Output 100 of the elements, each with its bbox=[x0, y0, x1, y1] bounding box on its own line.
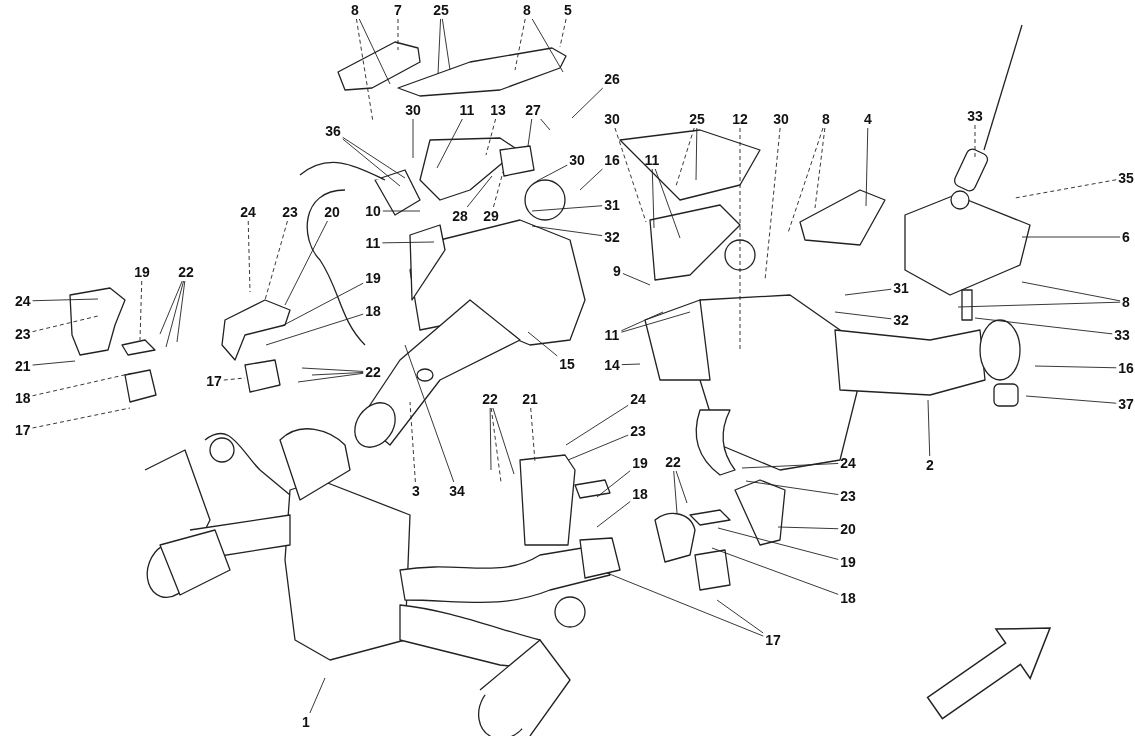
leader-line bbox=[265, 313, 364, 346]
callout-number: 20 bbox=[323, 204, 341, 220]
leader-line bbox=[342, 136, 406, 179]
leader-line bbox=[567, 434, 629, 461]
callout-number: 33 bbox=[966, 108, 984, 124]
leader-line bbox=[527, 331, 558, 357]
leader-line bbox=[764, 127, 781, 281]
leader-line bbox=[622, 273, 651, 286]
leader-line bbox=[974, 317, 1113, 335]
leader-line bbox=[159, 280, 183, 335]
leader-line bbox=[342, 138, 401, 187]
callout-number: 34 bbox=[448, 483, 466, 499]
leader-line bbox=[711, 547, 839, 595]
callout-number: 11 bbox=[364, 235, 382, 251]
leader-line bbox=[531, 18, 564, 73]
leader-line bbox=[493, 171, 504, 208]
leader-line bbox=[441, 18, 451, 71]
leader-line bbox=[1021, 236, 1121, 238]
leader-line bbox=[284, 220, 328, 306]
callout-number: 2 bbox=[925, 457, 935, 473]
leader-line bbox=[927, 399, 931, 457]
leader-line bbox=[176, 280, 186, 343]
callout-number: 9 bbox=[612, 263, 622, 279]
callout-number: 32 bbox=[892, 312, 910, 328]
callout-number: 18 bbox=[839, 590, 857, 606]
callout-number: 18 bbox=[364, 303, 382, 319]
leader-line bbox=[536, 164, 568, 182]
leader-line bbox=[675, 470, 688, 504]
leader-line bbox=[844, 288, 892, 296]
leader-line bbox=[654, 168, 681, 239]
leader-line bbox=[264, 220, 288, 301]
callout-number: 8 bbox=[522, 2, 532, 18]
leader-line bbox=[409, 401, 416, 483]
leader-line bbox=[673, 470, 678, 514]
leader-line bbox=[651, 168, 655, 229]
callout-number: 17 bbox=[14, 422, 32, 438]
callout-number: 19 bbox=[839, 554, 857, 570]
callout-number: 22 bbox=[481, 391, 499, 407]
leader-line bbox=[165, 280, 185, 348]
leader-line bbox=[1025, 395, 1117, 404]
leader-line bbox=[356, 18, 374, 123]
callout-number: 15 bbox=[558, 356, 576, 372]
callout-number: 31 bbox=[603, 197, 621, 213]
leader-line bbox=[437, 18, 442, 75]
callout-number: 23 bbox=[839, 488, 857, 504]
leader-line bbox=[834, 311, 892, 320]
leader-line bbox=[309, 677, 326, 714]
leader-line bbox=[490, 407, 502, 483]
callout-number: 18 bbox=[631, 486, 649, 502]
leader-line bbox=[527, 118, 533, 147]
leader-line bbox=[559, 18, 567, 48]
callout-number: 5 bbox=[563, 2, 573, 18]
callout-number: 24 bbox=[14, 293, 32, 309]
leader-line bbox=[787, 127, 824, 234]
callout-number: 4 bbox=[863, 111, 873, 127]
leader-line bbox=[531, 225, 603, 237]
callout-number: 21 bbox=[521, 391, 539, 407]
leader-line bbox=[620, 311, 664, 332]
leader-line bbox=[281, 282, 364, 327]
leader-line bbox=[436, 118, 463, 169]
callout-number: 28 bbox=[451, 208, 469, 224]
callout-number: 1 bbox=[301, 714, 311, 730]
leader-line bbox=[32, 315, 99, 333]
callout-number: 19 bbox=[364, 270, 382, 286]
leader-line bbox=[596, 501, 631, 528]
callout-number: 19 bbox=[133, 264, 151, 280]
leader-line bbox=[621, 363, 641, 366]
callout-number: 10 bbox=[364, 203, 382, 219]
callout-number: 24 bbox=[239, 204, 257, 220]
leader-line bbox=[311, 372, 364, 376]
leader-line bbox=[297, 372, 364, 383]
leader-line bbox=[1021, 281, 1121, 302]
callout-number: 8 bbox=[821, 111, 831, 127]
callout-number: 32 bbox=[603, 229, 621, 245]
callout-number: 31 bbox=[892, 280, 910, 296]
callout-number: 14 bbox=[603, 357, 621, 373]
callout-number: 6 bbox=[1121, 229, 1131, 245]
leader-line bbox=[514, 18, 526, 71]
leader-line bbox=[530, 407, 536, 463]
leader-line bbox=[620, 311, 691, 333]
callout-number: 30 bbox=[404, 102, 422, 118]
callout-number: 12 bbox=[731, 111, 749, 127]
callout-number: 35 bbox=[1117, 170, 1135, 186]
leader-line bbox=[381, 241, 435, 244]
callout-number: 11 bbox=[458, 102, 476, 118]
callout-number: 26 bbox=[603, 71, 621, 87]
leader-line bbox=[139, 280, 143, 341]
leader-line bbox=[741, 463, 839, 469]
leader-line bbox=[32, 372, 134, 397]
leader-line bbox=[614, 127, 647, 223]
leader-line bbox=[32, 407, 131, 429]
leader-line bbox=[1034, 365, 1117, 369]
callout-number: 16 bbox=[1117, 360, 1135, 376]
leader-line bbox=[358, 18, 391, 85]
callout-number: 30 bbox=[568, 152, 586, 168]
leader-line bbox=[32, 298, 99, 302]
leader-line bbox=[492, 407, 515, 475]
callout-number: 22 bbox=[664, 454, 682, 470]
leader-line bbox=[466, 175, 493, 208]
callout-number: 8 bbox=[350, 2, 360, 18]
